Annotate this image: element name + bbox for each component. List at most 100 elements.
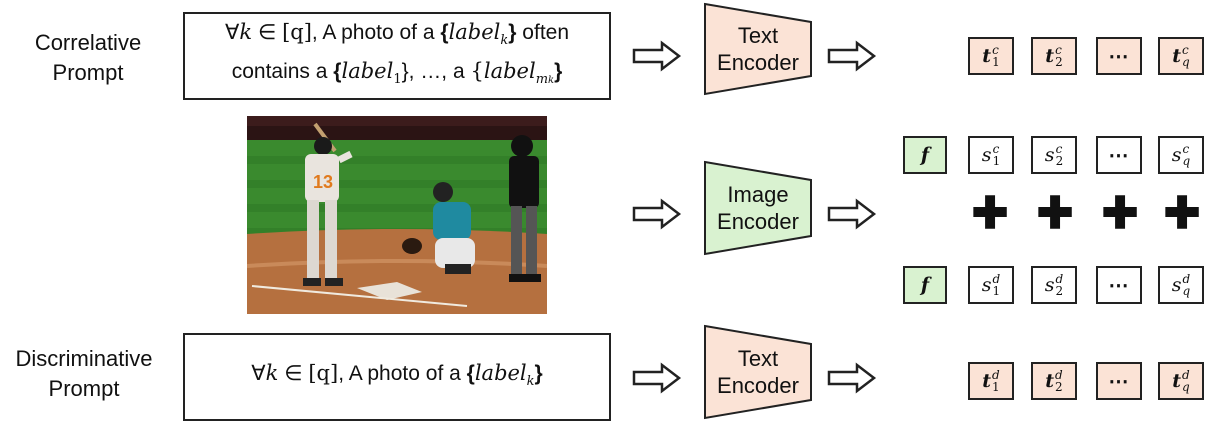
token-sup: c xyxy=(992,43,999,57)
token-sub: 2 xyxy=(1055,55,1063,69)
token-base: s xyxy=(981,144,992,166)
token-sub: q xyxy=(1182,154,1191,168)
token-sup: d xyxy=(1182,368,1190,382)
prompt-text-1: , A photo of a xyxy=(311,20,441,44)
ellipsis: … xyxy=(420,59,442,83)
label-var: label xyxy=(474,360,527,385)
token-sub: 1 xyxy=(992,55,1000,69)
forall-symbol: ∀ xyxy=(224,20,240,44)
token-sub: 2 xyxy=(1055,380,1063,394)
label-sub-mk: mk xyxy=(536,72,554,87)
arrow-icon xyxy=(632,198,682,230)
text-encoder-top: Text Encoder xyxy=(703,2,813,96)
label-var-1: label xyxy=(341,58,394,83)
token-sup: c xyxy=(992,142,1000,156)
token-sub: q xyxy=(1182,55,1190,69)
correlative-label-line1: Correlative xyxy=(34,30,142,55)
correlative-prompt-line1: ∀k ∈ [q], A photo of a {labelk} often xyxy=(224,19,570,48)
plus-icon: ✚ xyxy=(971,189,1009,238)
token-base: s xyxy=(1044,274,1055,296)
discriminative-label-line2: Prompt xyxy=(48,376,120,401)
token-base: t xyxy=(1172,370,1182,392)
token-sup: c xyxy=(1055,43,1062,57)
batter-figure: 13 xyxy=(303,122,353,286)
encoder-label-line2: Encoder xyxy=(717,373,799,398)
label-sub-k: k xyxy=(500,32,509,48)
encoder-label-line1: Text xyxy=(737,346,779,371)
ellipsis: ⋯ xyxy=(1108,274,1130,297)
similarity-d-token-3: ⋯ xyxy=(1096,266,1142,304)
arrow-icon xyxy=(827,362,877,394)
token-base: t xyxy=(982,370,992,392)
token-sup: d xyxy=(992,272,1001,286)
svg-text:13: 13 xyxy=(313,172,333,192)
token-sub: 1 xyxy=(992,154,1001,168)
forall-symbol: ∀ xyxy=(251,361,266,385)
correlative-prompt-line2: contains a {label1}, …, a {labelmk} xyxy=(231,58,563,87)
token-base: s xyxy=(1044,144,1055,166)
token-base: t xyxy=(1045,370,1055,392)
arrow-icon xyxy=(827,198,877,230)
umpire-figure xyxy=(509,135,541,282)
token-base: s xyxy=(981,274,992,296)
token-base: t xyxy=(1172,45,1182,67)
discriminative-prompt-label: Discriminative Prompt xyxy=(0,344,168,404)
image-encoder: Image Encoder xyxy=(703,160,813,256)
token-sup: d xyxy=(1182,272,1191,286)
token-sup: c xyxy=(1182,142,1190,156)
correlative-prompt-box: ∀k ∈ [q], A photo of a {labelk} often co… xyxy=(183,12,611,100)
label-sub-1: 1 xyxy=(393,71,402,87)
token-base: s xyxy=(1171,144,1182,166)
text-embedding-d-token-3: ⋯ xyxy=(1096,362,1142,400)
article-a: a xyxy=(447,59,471,83)
token-sub: 1 xyxy=(992,380,1000,394)
image-feature-f-bottom: f xyxy=(903,266,947,304)
var-k: k xyxy=(239,19,253,44)
discriminative-prompt-box: ∀k ∈ [q], A photo of a {labelk} xyxy=(183,333,611,421)
token-sub: q xyxy=(1182,380,1190,394)
plus-icon: ✚ xyxy=(1163,189,1201,238)
prompt-text-3: contains a xyxy=(231,59,334,83)
comma-1: , xyxy=(408,59,415,83)
token-base: s xyxy=(1171,274,1182,296)
similarity-c-token-3: ⋯ xyxy=(1096,136,1142,174)
plus-icon: ✚ xyxy=(1101,189,1139,238)
correlative-label-line2: Prompt xyxy=(52,60,124,85)
ellipsis: ⋯ xyxy=(1108,144,1130,167)
token-sup: d xyxy=(1055,272,1064,286)
sub-m: m xyxy=(535,71,549,87)
encoder-label-line1: Text xyxy=(737,23,779,48)
var-k: k xyxy=(265,360,279,385)
arrow-icon xyxy=(827,40,877,72)
correlative-prompt-label: Correlative Prompt xyxy=(8,28,168,88)
token-sup: d xyxy=(1055,368,1063,382)
prompt-text-1: , A photo of a xyxy=(338,361,467,385)
discriminative-prompt-line: ∀k ∈ [q], A photo of a {labelk} xyxy=(251,360,543,389)
token-base: t xyxy=(1045,45,1055,67)
token-sub: 2 xyxy=(1055,284,1064,298)
catcher-figure xyxy=(402,182,475,274)
feature-f: f xyxy=(920,144,930,166)
arrow-icon xyxy=(632,362,682,394)
text-embedding-c-token-3: ⋯ xyxy=(1096,37,1142,75)
encoder-label-line2: Encoder xyxy=(717,50,799,75)
label-var-m: label xyxy=(483,58,536,83)
in-symbol: ∈ xyxy=(257,20,277,44)
feature-f: f xyxy=(920,274,930,296)
encoder-label-line1: Image xyxy=(727,182,789,207)
token-sup: c xyxy=(1055,142,1063,156)
token-base: t xyxy=(982,45,992,67)
